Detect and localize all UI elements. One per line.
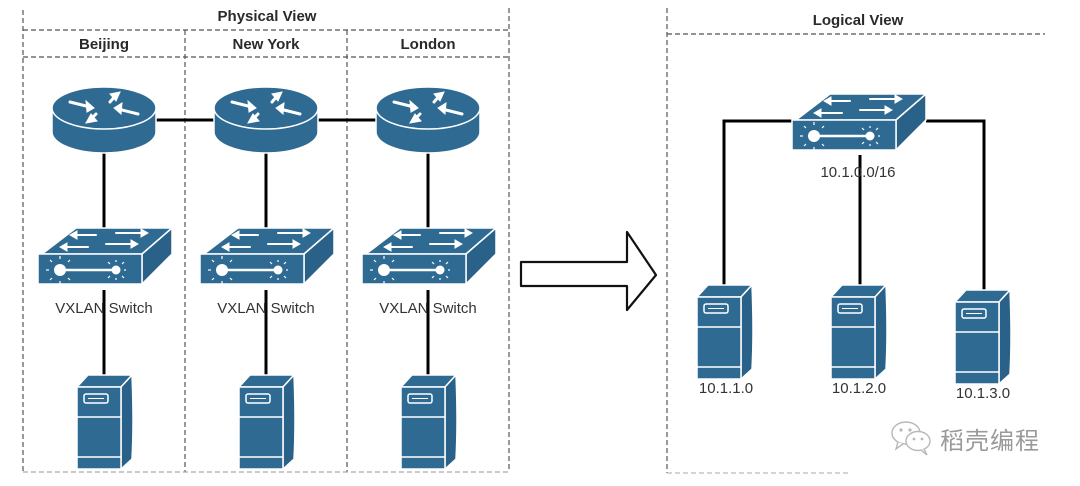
logical-switch-label: 10.1.0.0/16 [820, 164, 896, 181]
server-icon-beijing [76, 374, 134, 470]
physical-view-frame [22, 8, 510, 473]
router-icon-london [374, 85, 482, 155]
host-server-icon-2 [830, 284, 888, 380]
logical-links [722, 119, 986, 292]
watermark-text: 稻壳编程 [940, 427, 1040, 455]
link-switch-host-1 [722, 119, 795, 290]
right-arrow-icon [519, 230, 658, 312]
watermark: 稻壳编程 [890, 420, 1040, 456]
logical-switch-icon [790, 92, 928, 152]
switch-icon-beijing [36, 226, 174, 286]
host-server-icon-3 [954, 289, 1012, 385]
host-label-2: 10.1.2.0 [831, 380, 887, 397]
city-label-beijing: Beijing [78, 36, 130, 53]
switch-icon-newyork [198, 226, 336, 286]
switch-label-newyork: VXLAN Switch [217, 300, 315, 317]
switch-icon-london [360, 226, 498, 286]
wechat-icon [891, 421, 931, 456]
server-icon-newyork [238, 374, 296, 470]
logical-view-frame [666, 8, 1045, 474]
switch-label-beijing: VXLAN Switch [55, 300, 153, 317]
host-label-1: 10.1.1.0 [698, 380, 754, 397]
router-icon-beijing [50, 85, 158, 155]
physical-view-title: Physical View [217, 8, 317, 25]
city-label-london: London [400, 36, 456, 53]
switch-label-london: VXLAN Switch [379, 300, 477, 317]
host-server-icon-1 [696, 284, 754, 380]
router-icon-newyork [212, 85, 320, 155]
physical-links [102, 118, 430, 380]
city-label-newyork: New York [232, 36, 300, 53]
host-label-3: 10.1.3.0 [955, 385, 1011, 402]
logical-view-title: Logical View [812, 12, 904, 29]
server-icon-london [400, 374, 458, 470]
link-switch-host-3 [926, 119, 986, 292]
